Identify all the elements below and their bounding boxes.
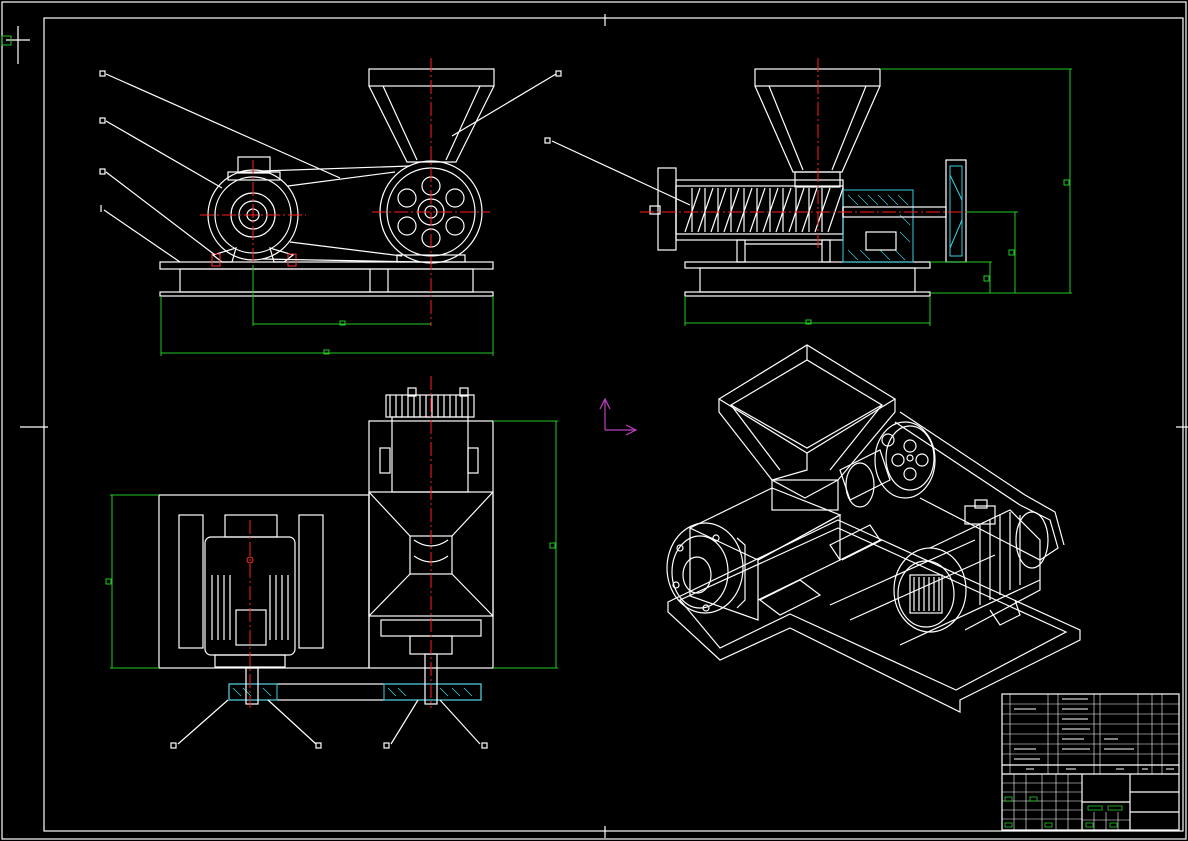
side-pulley [945,159,967,263]
side-dimensions [684,68,1072,326]
belt-drive-top [228,653,482,705]
top-callouts [170,699,488,749]
top-dimensions [105,420,558,669]
side-view [544,58,1072,326]
isometric-view [666,344,1081,713]
ucs-icon [599,397,638,436]
top-view [105,376,558,749]
front-end-cap [666,522,746,614]
gearbox [842,189,947,263]
screw-barrel [649,167,844,263]
front-callouts [99,70,562,263]
side-callouts [544,137,691,206]
front-view [99,58,562,356]
front-dimensions [160,265,494,356]
iso-pulley [874,421,936,499]
gear-top [379,387,479,493]
iso-motor [893,499,1049,633]
title-block [1001,693,1180,831]
